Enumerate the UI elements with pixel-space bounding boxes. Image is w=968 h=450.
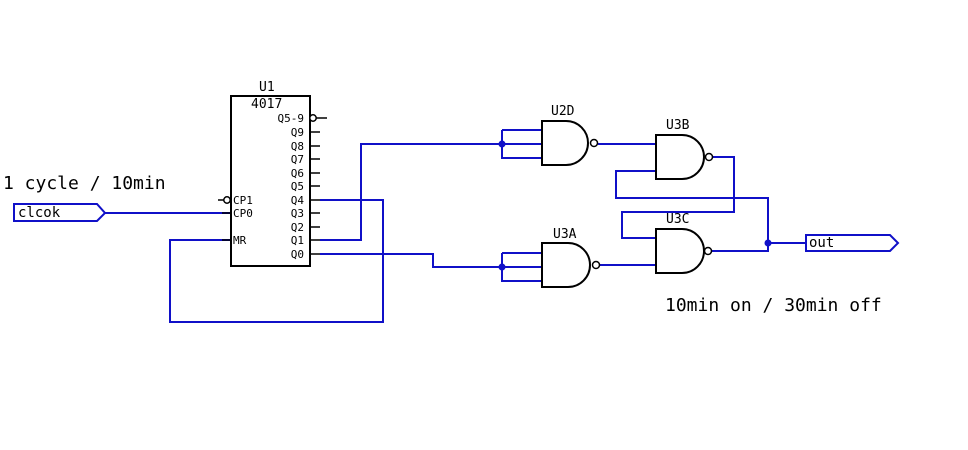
gate-ref-u2d: U2D	[551, 104, 575, 119]
output-port[interactable]: out	[805, 234, 900, 252]
pin-cp0: CP0	[233, 207, 253, 220]
gate-ref-u3a: U3A	[553, 227, 577, 242]
clock-annotation: 1 cycle / 10min	[3, 173, 166, 194]
pin-mr: MR	[233, 234, 247, 247]
pin-q0: Q0	[291, 248, 304, 261]
pin-q1: Q1	[291, 234, 304, 247]
cp1-inversion-bubble	[223, 196, 231, 204]
nand-gate-u3b[interactable]: U3B	[655, 118, 714, 180]
nand-gate-u3c[interactable]: U3C	[655, 212, 713, 274]
junction-u3a	[498, 263, 506, 271]
wire-u3c-to-out	[712, 242, 806, 252]
q5-9-inversion-bubble	[309, 114, 317, 122]
input-port-label: clcok	[18, 205, 61, 221]
junction-out	[764, 239, 772, 247]
u3a-output-bubble	[591, 260, 601, 270]
wire-q1-to-u2d	[320, 143, 542, 241]
output-port-label: out	[809, 235, 834, 251]
u3b-output-bubble	[704, 152, 714, 162]
pin-q9: Q9	[291, 126, 304, 139]
pin-q5: Q5	[291, 180, 304, 193]
nand-gate-u2d[interactable]: U2D	[541, 104, 599, 166]
pin-q3: Q3	[291, 207, 304, 220]
junction-u2d	[498, 140, 506, 148]
counter-4017[interactable]: U1 4017 Q5-9 Q9 Q8 Q7 Q6 Q5 Q4 Q3 Q2 Q1 …	[218, 80, 327, 267]
wire-u3a-inputs	[501, 252, 542, 282]
counter-ref: U1	[259, 80, 275, 95]
counter-right-pins	[309, 114, 327, 255]
wires	[105, 129, 806, 323]
counter-left-pins	[218, 196, 231, 241]
counter-part: 4017	[251, 97, 282, 112]
wire-u2d-inputs	[501, 129, 542, 159]
input-port[interactable]: clcok	[13, 203, 107, 222]
nand-gate-u3a[interactable]: U3A	[541, 227, 601, 288]
wire-q4-reset-feedback	[169, 199, 384, 323]
pin-q5-9: Q5-9	[278, 112, 305, 125]
output-annotation: 10min on / 30min off	[665, 295, 882, 316]
gate-ref-u3b: U3B	[666, 118, 690, 133]
gate-ref-u3c: U3C	[666, 212, 689, 227]
pin-q2: Q2	[291, 221, 304, 234]
pin-cp1: CP1	[233, 194, 253, 207]
u3c-output-bubble	[703, 246, 713, 256]
wire-q0-to-u3a	[320, 253, 542, 268]
pin-q8: Q8	[291, 140, 304, 153]
wire-u3b-to-u3c	[621, 156, 735, 239]
u2d-output-bubble	[589, 138, 599, 148]
wire-u3c-to-u3b	[615, 170, 769, 243]
pin-q4: Q4	[291, 194, 305, 207]
pin-q7: Q7	[291, 153, 304, 166]
pin-q6: Q6	[291, 167, 304, 180]
